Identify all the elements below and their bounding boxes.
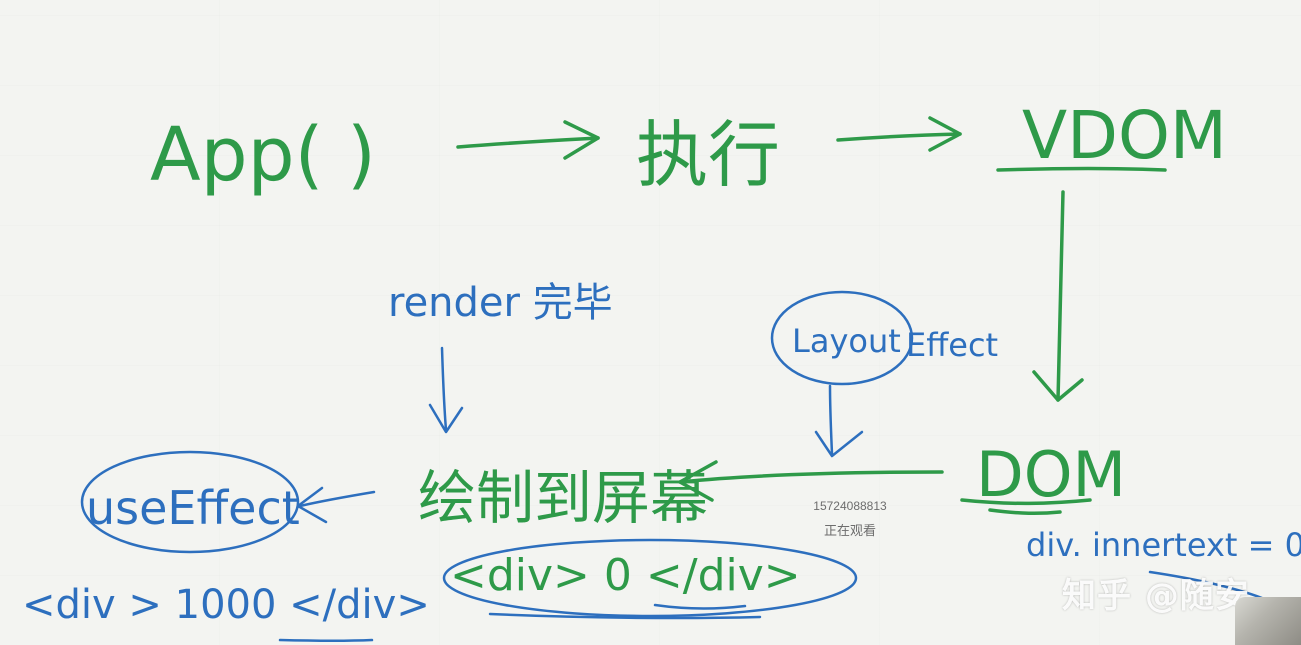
- execute-label: 执行: [636, 113, 780, 197]
- arrow-vdom-to-dom-head: [1032, 370, 1084, 402]
- render-done-label: render 完毕: [388, 280, 613, 326]
- arrow-execute-to-vdom-head: [928, 116, 962, 152]
- arrow-dom-to-paint-head: [678, 460, 718, 502]
- arrow-render-to-paint: [440, 346, 448, 432]
- layout-effect-circled-label: Layout: [792, 322, 901, 360]
- inner-text-stroke: [1148, 570, 1264, 600]
- paint-label: 绘制到屏幕: [418, 464, 708, 532]
- div-thousand-underline: [278, 638, 374, 642]
- arrow-render-to-paint-head: [428, 403, 464, 434]
- div-zero-label: <div> 0 </div>: [450, 550, 801, 601]
- arrow-dom-to-paint: [678, 470, 944, 484]
- vdom-label: VDOM: [1022, 97, 1227, 174]
- arrow-paint-to-useeffect: [298, 490, 376, 508]
- zero-underline: [653, 603, 747, 610]
- corner-thumbnail: [1235, 597, 1301, 645]
- dom-label: DOM: [976, 438, 1126, 511]
- dom-underline: [960, 498, 1092, 506]
- div-zero-ellipse: [442, 538, 858, 618]
- viewer-overlay: 15724088813 正在观看: [790, 496, 910, 542]
- app-call-label: App( ): [150, 112, 376, 198]
- div-zero-underline: [488, 612, 762, 620]
- arrow-vdom-to-dom: [1056, 190, 1065, 402]
- vdom-underline: [996, 166, 1167, 172]
- use-effect-ellipse: [80, 450, 300, 554]
- brand-watermark: 知乎 @随安: [1062, 576, 1250, 616]
- layout-ellipse: [770, 290, 914, 386]
- viewer-id: 15724088813: [813, 499, 887, 513]
- arrow-app-to-execute: [456, 136, 600, 149]
- viewer-status: 正在观看: [823, 523, 876, 538]
- div-thousand-label: <div > 1000 </div>: [22, 582, 430, 628]
- use-effect-label: useEffect: [86, 481, 300, 535]
- arrow-layout-to-paint-head: [814, 430, 864, 458]
- dom-underline-2: [988, 508, 1062, 516]
- arrow-layout-to-paint: [828, 384, 834, 456]
- arrow-execute-to-vdom: [836, 132, 962, 142]
- arrow-paint-to-useeffect-head: [296, 486, 328, 524]
- arrow-app-to-execute-head: [563, 120, 600, 160]
- inner-text-label: div. innertext = 0: [1026, 526, 1301, 564]
- layout-effect-rest-label: Effect: [906, 326, 998, 364]
